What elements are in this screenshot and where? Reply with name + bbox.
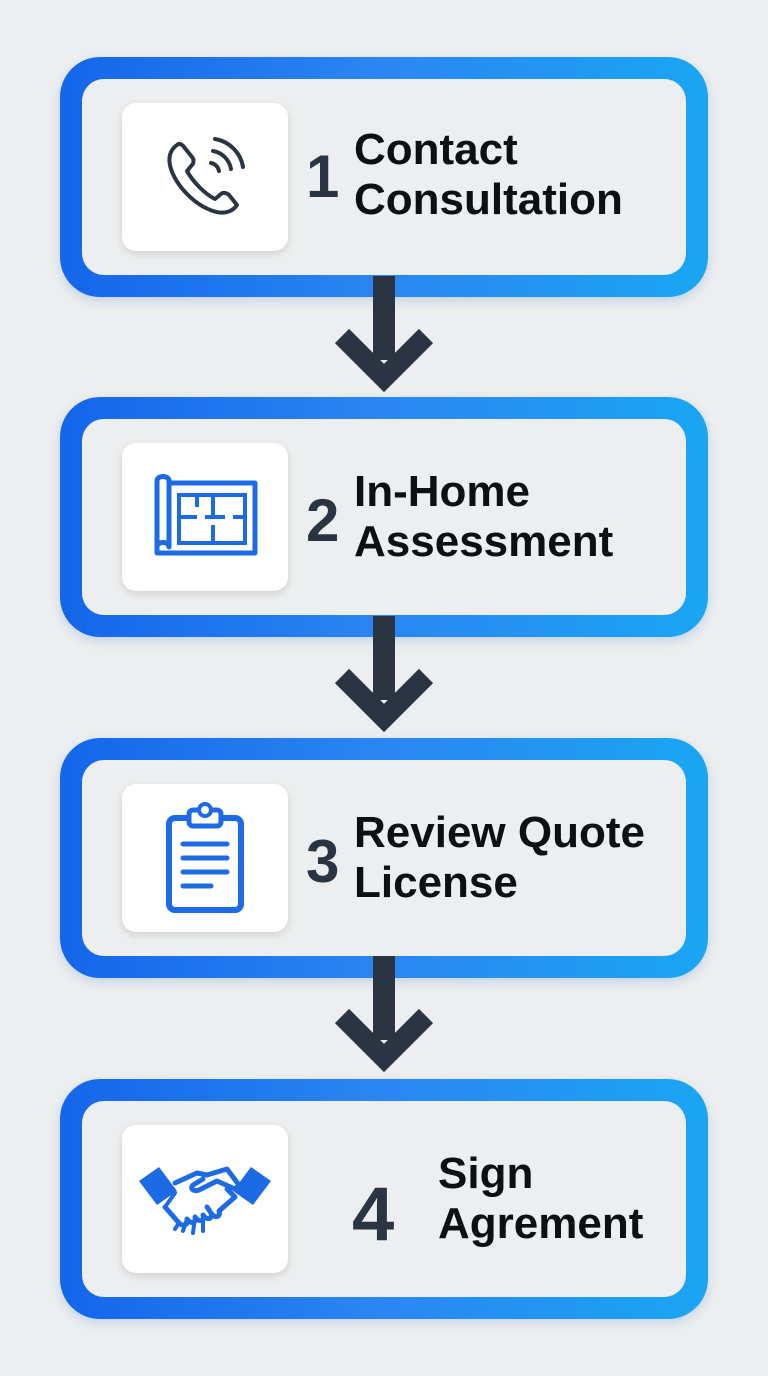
step-4-number: 4 (352, 1172, 395, 1257)
step-4-card-inner: 4 Sign Agrement (82, 1101, 686, 1297)
step-1-icon-tile (122, 103, 288, 251)
step-1-card: 1 Contact Consultation (60, 57, 708, 297)
step-3-title: Review Quote License (354, 808, 645, 908)
step-2-title-line2: Assessment (354, 517, 614, 566)
step-2-number: 2 (306, 487, 340, 554)
step-3-card-inner: 3 Review Quote License (82, 760, 686, 956)
step-1-number: 1 (306, 143, 340, 210)
step-2-icon-tile (122, 443, 288, 591)
step-4-title-line1: Sign (438, 1149, 534, 1198)
arrow-down-2 (334, 616, 434, 733)
clipboard-icon (166, 802, 244, 913)
step-3-title-line2: License (354, 858, 518, 907)
arrow-down-3 (334, 956, 434, 1073)
step-1-title: Contact Consultation (354, 125, 623, 225)
step-4-title: Sign Agrement (438, 1149, 643, 1249)
floor-plan-icon (154, 474, 258, 556)
handshake-icon (139, 1166, 271, 1235)
step-3-title-line1: Review Quote (354, 808, 645, 857)
step-2-title: In-Home Assessment (354, 467, 613, 567)
step-4-title-line2: Agrement (438, 1199, 644, 1248)
step-2-card: 2 In-Home Assessment (60, 397, 708, 637)
step-1-title-line2: Consultation (354, 175, 623, 224)
step-1-title-line1: Contact (354, 125, 518, 174)
step-4-icon-tile (122, 1125, 288, 1273)
phone-icon (167, 137, 245, 215)
step-4-card: 4 Sign Agrement (60, 1079, 708, 1319)
step-2-title-line1: In-Home (354, 467, 530, 516)
step-3-icon-tile (122, 784, 288, 932)
step-3-number: 3 (306, 828, 340, 895)
step-1-card-inner: 1 Contact Consultation (82, 79, 686, 275)
step-3-card: 3 Review Quote License (60, 738, 708, 978)
arrow-down-1 (334, 276, 434, 393)
step-2-card-inner: 2 In-Home Assessment (82, 419, 686, 615)
